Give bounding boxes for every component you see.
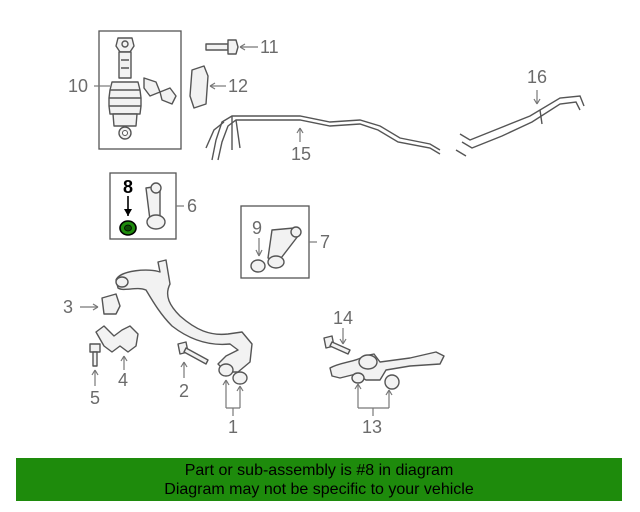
- part-16-line-group[interactable]: 16: [455, 67, 585, 157]
- bushing-3: [101, 293, 121, 315]
- line-15-a: [211, 115, 441, 161]
- dust-cap: [159, 87, 177, 105]
- bolt-5-head: [89, 343, 101, 353]
- part-7-link-group[interactable]: 9 7: [240, 205, 330, 279]
- bolt-2-shank: [183, 347, 209, 365]
- shock-lower-body: [112, 113, 138, 127]
- part-10-shock-absorber-group[interactable]: 10: [68, 30, 182, 150]
- part-12-bracket-group[interactable]: 12: [189, 65, 248, 109]
- part-1-stabilizer-bar-group[interactable]: 1: [115, 259, 253, 437]
- callout-14[interactable]: 14: [333, 308, 353, 328]
- link-6-bushing: [146, 214, 166, 230]
- bolt-14-shank: [329, 341, 351, 355]
- callout-4[interactable]: 4: [118, 370, 128, 390]
- bar-end-bushing: [232, 371, 248, 385]
- bolt-5-shank: [92, 351, 98, 367]
- clamp-4: [95, 325, 139, 353]
- callout-15[interactable]: 15: [291, 144, 311, 164]
- shock-upper-body: [118, 51, 132, 79]
- lower-arm-13: [329, 351, 445, 381]
- part-5-bolt-group[interactable]: 5: [89, 343, 101, 408]
- callout-13[interactable]: 13: [362, 417, 382, 437]
- callout-8[interactable]: 8: [123, 177, 133, 197]
- callout-1[interactable]: 1: [228, 417, 238, 437]
- part-13-arm-group[interactable]: 13: [329, 351, 445, 437]
- bracket-12: [189, 65, 209, 109]
- bolt-11-shank: [205, 43, 229, 51]
- bushing-9: [250, 259, 266, 273]
- link-7-body: [267, 227, 299, 263]
- callout-9[interactable]: 9: [252, 218, 262, 238]
- part-2-bolt-group[interactable]: 2: [177, 341, 209, 401]
- callout-6[interactable]: 6: [187, 196, 197, 216]
- part-4-clamp-group[interactable]: 4: [95, 325, 139, 390]
- callout-16[interactable]: 16: [527, 67, 547, 87]
- arm-bushing: [384, 374, 400, 390]
- part-15-line-group[interactable]: 15: [205, 115, 441, 164]
- part-3-bushing-group[interactable]: 3: [63, 293, 121, 317]
- part-6-link-group[interactable]: 8 6: [109, 172, 197, 240]
- shock-bellows: [108, 81, 142, 115]
- banner-line-1: Part or sub-assembly is #8 in diagram: [184, 462, 454, 479]
- callout-5[interactable]: 5: [90, 388, 100, 408]
- callout-12[interactable]: 12: [228, 76, 248, 96]
- banner-line-2: Diagram may not be specific to your vehi…: [164, 481, 474, 498]
- parts-diagram: 10 11 12 15 16: [63, 30, 585, 437]
- bolt-11-head: [227, 39, 239, 55]
- part-11-bolt-group[interactable]: 11: [205, 37, 279, 57]
- line-16-a: [459, 95, 585, 141]
- callout-2[interactable]: 2: [179, 381, 189, 401]
- fitment-notice-banner: Part or sub-assembly is #8 in diagram Di…: [16, 458, 622, 501]
- callout-3[interactable]: 3: [63, 297, 73, 317]
- stabilizer-bar: [115, 259, 253, 373]
- callout-10[interactable]: 10: [68, 76, 88, 96]
- callout-7[interactable]: 7: [320, 232, 330, 252]
- bump-stop: [143, 77, 161, 97]
- part-14-bolt-group[interactable]: 14: [323, 308, 353, 355]
- callout-11[interactable]: 11: [260, 37, 279, 57]
